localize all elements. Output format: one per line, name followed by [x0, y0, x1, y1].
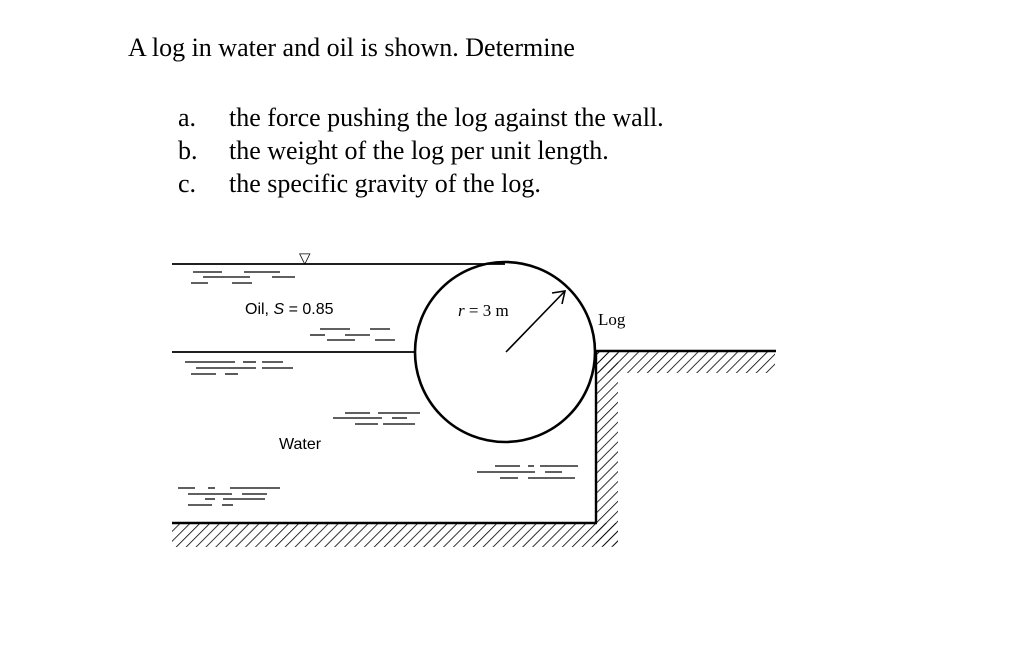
oil-surface-dashes	[191, 271, 395, 341]
question-text: the specific gravity of the log.	[229, 169, 541, 198]
bottom-hatch	[172, 523, 618, 547]
question-text: the weight of the log per unit length.	[229, 136, 609, 165]
free-surface-marker-icon: ▽	[299, 249, 311, 267]
question-text: the force pushing the log against the wa…	[229, 103, 664, 132]
question-letter: c.	[178, 169, 197, 198]
question-letter: b.	[178, 136, 198, 165]
question-letter: a.	[178, 103, 197, 132]
water-label: Water	[279, 436, 322, 453]
radius-label: r = 3 m	[458, 301, 509, 320]
question-c: c. the specific gravity of the log.	[178, 167, 664, 200]
oil-label: Oil, S = 0.85	[245, 301, 334, 318]
water-surface-dashes	[178, 361, 578, 506]
question-list: a. the force pushing the log against the…	[178, 101, 664, 200]
ledge-hatch	[595, 351, 775, 373]
log-circle	[413, 260, 597, 444]
log-label: Log	[598, 310, 626, 329]
radius-arrow	[505, 290, 567, 353]
wall-hatch	[596, 351, 618, 546]
question-a: a. the force pushing the log against the…	[178, 101, 664, 134]
question-b: b. the weight of the log per unit length…	[178, 134, 664, 167]
problem-intro: A log in water and oil is shown. Determi…	[128, 33, 575, 62]
